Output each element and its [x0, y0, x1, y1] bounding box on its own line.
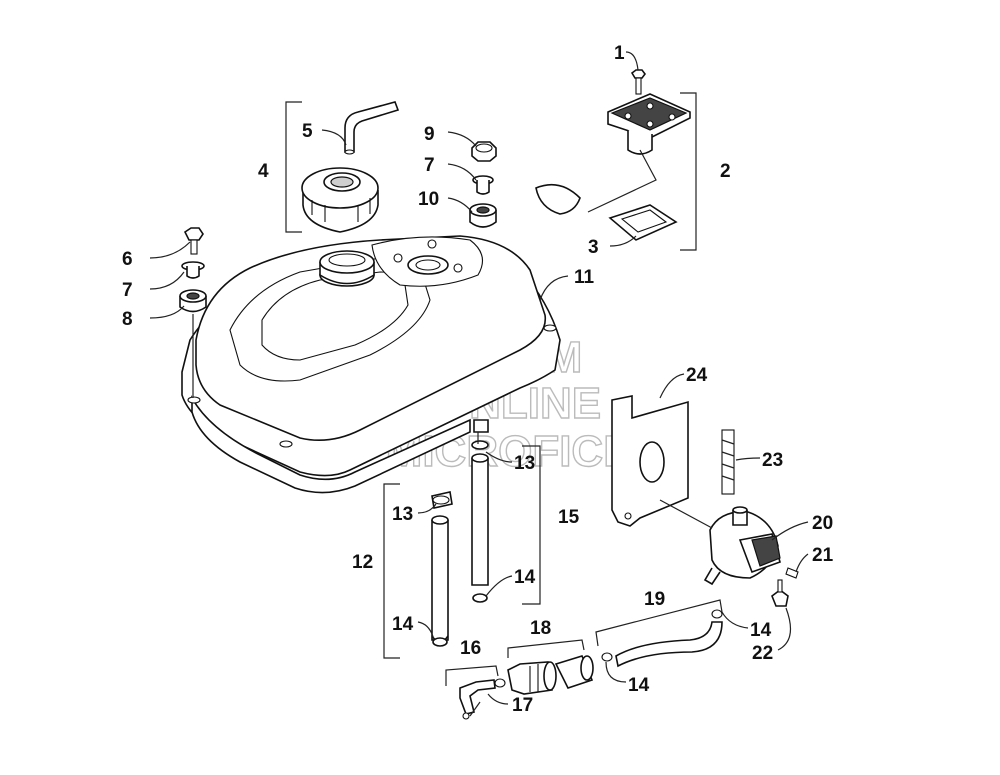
callout-7-lower: 7	[122, 280, 133, 301]
callout-24: 24	[686, 365, 708, 386]
callout-7-upper: 7	[424, 155, 435, 176]
callouts: 1 2 3 4 5 6 7 7 8 9 10 11 12 13 13 14 14…	[122, 43, 834, 716]
callout-17: 17	[512, 695, 533, 716]
callout-11: 11	[574, 267, 595, 288]
callout-23: 23	[762, 450, 783, 471]
fuel-valve-20	[703, 506, 781, 586]
bracket-24	[611, 395, 689, 527]
leader-lines	[149, 51, 809, 717]
callout-5: 5	[302, 121, 313, 142]
fuel-filter-18	[507, 655, 594, 695]
callout-20: 20	[812, 513, 833, 534]
callout-9: 9	[424, 124, 435, 145]
grommet-8	[179, 289, 207, 313]
sender-screw-1	[630, 69, 646, 95]
fuel-cap	[301, 167, 379, 233]
callout-2: 2	[720, 161, 731, 182]
callout-13-right: 13	[514, 453, 535, 474]
callout-1: 1	[614, 43, 625, 64]
collar-7-lower	[181, 261, 205, 279]
callout-8: 8	[122, 309, 133, 330]
callout-3: 3	[588, 237, 599, 258]
sender-gasket-3	[608, 204, 678, 241]
callout-21: 21	[812, 545, 834, 566]
fuel-line-16	[459, 679, 496, 720]
callout-18: 18	[530, 618, 551, 639]
callout-6: 6	[122, 249, 133, 270]
callout-16: 16	[460, 638, 481, 659]
vent-hose	[344, 101, 400, 155]
clamp-17	[494, 678, 506, 688]
bolt-6	[183, 227, 204, 255]
screw-21	[785, 567, 799, 579]
callout-14-right: 14	[514, 567, 536, 588]
nut-9	[471, 141, 497, 162]
callout-19: 19	[644, 589, 665, 610]
callout-22: 22	[752, 643, 773, 664]
callout-13-left: 13	[392, 504, 413, 525]
callout-14-valve: 14	[750, 620, 772, 641]
callout-14-left: 14	[392, 614, 414, 635]
callout-14-lower: 14	[628, 675, 650, 696]
fuel-tank	[181, 235, 561, 494]
hose-assembly-15	[471, 440, 489, 603]
callout-4: 4	[258, 161, 269, 182]
grommet-10	[469, 203, 497, 228]
collar-7-upper	[472, 175, 494, 195]
callout-15: 15	[558, 507, 580, 528]
callout-10: 10	[418, 189, 439, 210]
fuel-screen-23	[721, 429, 735, 495]
screw-22	[771, 579, 789, 607]
hose-assembly-12	[431, 491, 453, 647]
fuel-sender-2	[535, 93, 691, 215]
callout-12: 12	[352, 552, 373, 573]
fuel-line-19	[601, 609, 723, 668]
